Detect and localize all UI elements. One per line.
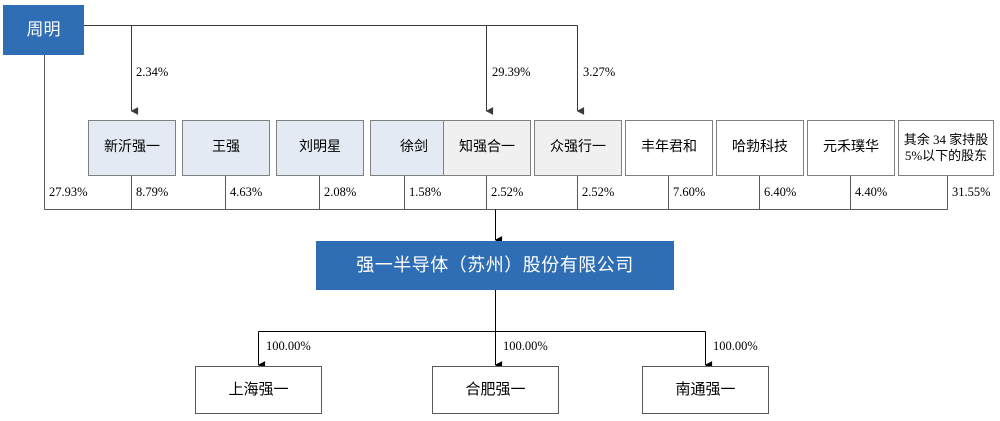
direct-holding-pct: 27.93%	[49, 185, 88, 199]
subsidiary-label-1: 合肥强一	[465, 381, 526, 398]
shareholder-box-7[interactable]: 哈勃科技	[716, 120, 804, 176]
shareholder-pct-8: 4.40%	[855, 185, 888, 199]
shareholder-label-2: 刘明星	[299, 140, 341, 156]
shareholder-label-1: 王强	[212, 140, 240, 156]
shareholder-box-6[interactable]: 丰年君和	[625, 120, 713, 176]
root-edge-pct-2: 3.27%	[583, 65, 616, 79]
root-person-box[interactable]: 周明	[3, 5, 84, 55]
shareholder-pct-3: 1.58%	[409, 185, 442, 199]
subsidiary-pct-0: 100.00%	[266, 339, 311, 353]
shareholder-label-8: 元禾璞华	[823, 140, 879, 156]
root-edge-pct-1: 29.39%	[492, 65, 531, 79]
shareholder-pct-2: 2.08%	[324, 185, 357, 199]
subsidiary-label-2: 南通强一	[675, 381, 736, 398]
shareholder-box-8[interactable]: 元禾璞华	[807, 120, 895, 176]
shareholder-pct-9: 31.55%	[952, 185, 991, 199]
shareholder-pct-5: 2.52%	[582, 185, 615, 199]
subsidiary-box-1[interactable]: 合肥强一	[432, 366, 559, 414]
shareholder-label-7: 哈勃科技	[732, 140, 788, 156]
subsidiary-box-2[interactable]: 南通强一	[642, 366, 769, 414]
shareholder-box-1[interactable]: 王强	[182, 120, 270, 176]
subsidiary-pct-1: 100.00%	[503, 339, 548, 353]
shareholder-box-5[interactable]: 众强行一	[534, 120, 622, 176]
subsidiary-label-0: 上海强一	[228, 381, 289, 398]
shareholder-label-9-line-1: 5%以下的股东	[904, 148, 988, 163]
shareholder-pct-7: 6.40%	[764, 185, 797, 199]
shareholder-box-4[interactable]: 知强合一	[443, 120, 531, 176]
shareholder-label-6: 丰年君和	[641, 140, 697, 156]
shareholder-box-9[interactable]: 其余 34 家持股 5%以下的股东	[898, 120, 994, 176]
subsidiary-box-0[interactable]: 上海强一	[195, 366, 322, 414]
shareholder-box-0[interactable]: 新沂强一	[88, 120, 176, 176]
shareholder-label-5: 众强行一	[550, 140, 606, 156]
shareholder-label-3: 徐剑	[400, 140, 428, 156]
shareholder-pct-1: 4.63%	[230, 185, 263, 199]
root-person-label: 周明	[26, 20, 61, 40]
company-box[interactable]: 强一半导体（苏州）股份有限公司	[316, 241, 674, 290]
shareholder-pct-4: 2.52%	[491, 185, 524, 199]
company-label: 强一半导体（苏州）股份有限公司	[356, 255, 634, 276]
subsidiary-pct-2: 100.00%	[713, 339, 758, 353]
shareholder-label-0: 新沂强一	[104, 140, 160, 156]
shareholder-pct-6: 7.60%	[673, 185, 706, 199]
root-edge-pct-0: 2.34%	[136, 65, 169, 79]
shareholder-pct-0: 8.79%	[136, 185, 169, 199]
shareholder-box-2[interactable]: 刘明星	[276, 120, 364, 176]
shareholder-label-9-line-0: 其余 34 家持股	[903, 131, 989, 147]
shareholder-label-4: 知强合一	[459, 140, 515, 156]
